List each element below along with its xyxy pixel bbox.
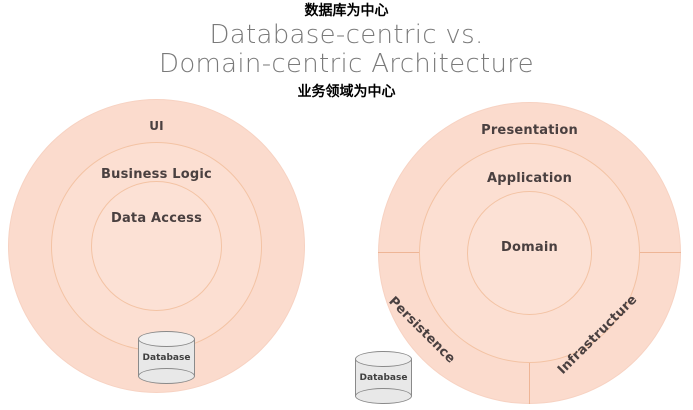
cylinder-bottom-ellipse	[138, 368, 195, 384]
left-ring-label-business-logic: Business Logic	[101, 167, 212, 182]
cylinder-top-ellipse	[138, 331, 195, 347]
sector-divider-right	[639, 252, 681, 253]
right-ring-label-application: Application	[486, 171, 573, 186]
domain-centric-diagram: Presentation Application Domain Persiste…	[378, 102, 681, 404]
page-title: Database-centric vs. Domain-centric Arch…	[0, 21, 693, 79]
right-sector-label-presentation: Presentation	[481, 123, 578, 138]
left-ring-label-data-access: Data Access	[110, 211, 203, 226]
right-ring-domain	[467, 191, 592, 315]
sector-divider-bottom	[529, 362, 530, 404]
chinese-annotation-database-centric: 数据库为中心	[304, 3, 389, 19]
right-ring-label-domain: Domain	[501, 240, 558, 255]
cylinder-bottom-ellipse	[355, 388, 412, 404]
page-title-line-2: Domain-centric Architecture	[159, 49, 534, 79]
database-cylinder-external: Database	[355, 351, 412, 404]
sector-divider-left	[378, 252, 420, 253]
database-cylinder-label: Database	[142, 352, 191, 363]
chinese-annotation-domain-centric: 业务领域为中心	[297, 84, 396, 100]
cylinder-top-ellipse	[355, 351, 412, 367]
database-cylinder-label: Database	[359, 372, 408, 383]
database-cylinder-left: Database	[138, 331, 195, 384]
title-block: 数据库为中心 Database-centric vs. Domain-centr…	[0, 0, 693, 101]
left-ring-business-logic	[51, 142, 262, 351]
database-centric-diagram: UI Business Logic Data Access Database	[8, 99, 305, 393]
left-ring-data-access	[91, 181, 222, 311]
page-title-line-1: Database-centric vs.	[209, 20, 484, 50]
left-ring-label-ui: UI	[149, 119, 164, 133]
